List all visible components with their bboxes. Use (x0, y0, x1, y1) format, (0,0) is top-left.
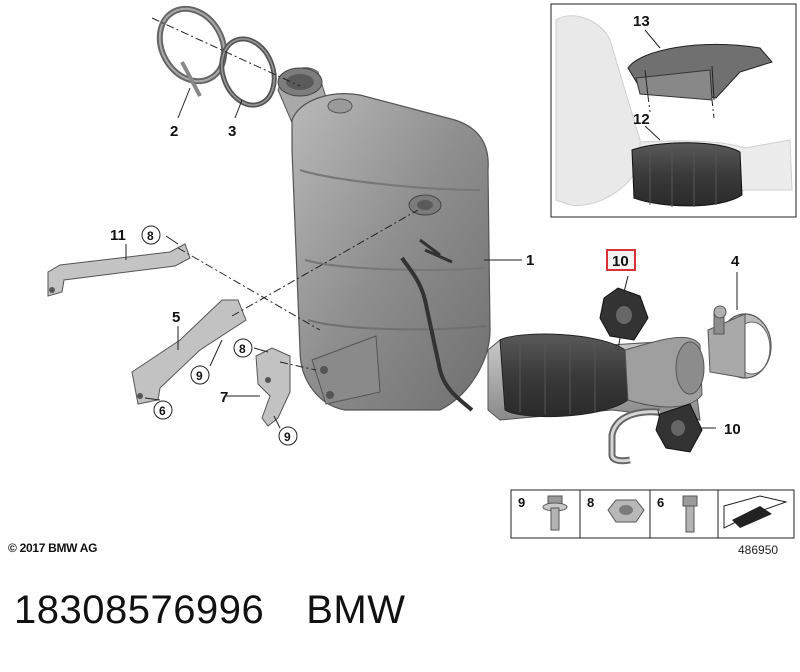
bracket-5 (131, 299, 247, 405)
gasket-ring (156, 5, 228, 97)
circled-callout-9-bottom: 9 (278, 426, 298, 446)
drawing-number: 486950 (738, 543, 779, 557)
assembly-lines (151, 17, 661, 421)
callout-5: 5 (172, 309, 180, 326)
rubber-mount-bottom (655, 403, 703, 453)
hex-nut-icon (607, 499, 645, 523)
flange-bolt-icon (542, 495, 568, 531)
part-number: 18308576996 (14, 588, 265, 632)
circled-callout-8-mid: 8 (233, 338, 253, 358)
part-caption: 18308576996 BMW (14, 588, 405, 633)
callout-3: 3 (228, 123, 236, 140)
callout-10-highlighted[interactable]: 10 (612, 253, 629, 270)
legend-label-9: 9 (518, 495, 525, 510)
inset-detail (550, 3, 797, 218)
callout-13: 13 (633, 13, 650, 30)
leader-lines (125, 87, 738, 429)
bracket-7 (255, 347, 291, 427)
legend-label-6: 6 (657, 495, 664, 510)
svg-text:6: 6 (159, 404, 166, 418)
bracket-11 (47, 243, 191, 297)
circled-callout-6: 6 (153, 400, 173, 420)
circled-callout-8-top: 8 (141, 225, 161, 245)
outlet-pipe (487, 333, 705, 465)
diesel-particulate-filter (277, 67, 491, 412)
exploded-parts-diagram: 2 3 1 4 11 5 7 10 13 12 10 8 8 9 9 6 9 8… (47, 3, 797, 539)
callout-11: 11 (110, 227, 126, 244)
clamp (707, 305, 772, 379)
callout-4: 4 (731, 253, 740, 270)
rubber-mount-top (599, 287, 649, 341)
callout-1: 1 (526, 252, 534, 269)
sealing-ring (219, 36, 277, 108)
svg-text:9: 9 (196, 369, 203, 383)
hex-bolt-icon (682, 495, 698, 533)
svg-text:8: 8 (147, 229, 154, 243)
callout-7: 7 (220, 389, 228, 406)
copyright-notice: © 2017 BMW AG (8, 541, 98, 555)
highlight-box (606, 249, 636, 271)
inset-lines (644, 29, 715, 141)
callout-2: 2 (170, 123, 178, 140)
brand-name: BMW (306, 588, 406, 632)
callout-10-bottom: 10 (724, 421, 741, 438)
legend-label-8: 8 (587, 495, 594, 510)
direction-arrow-icon (723, 495, 788, 529)
circled-callout-9-left: 9 (190, 365, 210, 385)
svg-text:8: 8 (239, 342, 246, 356)
fastener-legend: 9 8 6 (510, 489, 795, 539)
callout-12: 12 (633, 111, 650, 128)
svg-text:9: 9 (284, 430, 291, 444)
